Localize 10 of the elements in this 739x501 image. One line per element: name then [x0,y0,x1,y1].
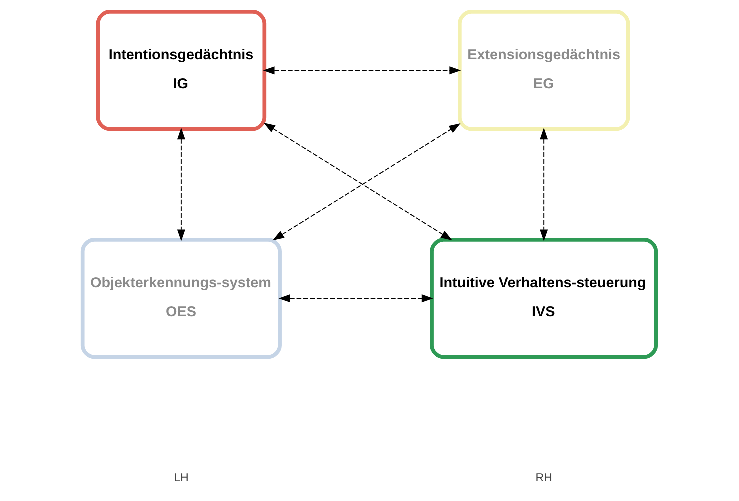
node-box: Intuitive Verhaltens-steuerung IVS [430,238,658,360]
node-box: Objekterkennungs-system OES [80,238,282,360]
arrow [278,294,434,303]
arrow [263,66,462,75]
node-box: Intentionsgedächtnis IG [96,10,267,132]
node-box: Extensionsgedächtnis EG [458,10,630,132]
arrow [177,128,186,242]
arrow [540,128,548,242]
label: RH [536,472,552,484]
label: LH [174,472,189,484]
